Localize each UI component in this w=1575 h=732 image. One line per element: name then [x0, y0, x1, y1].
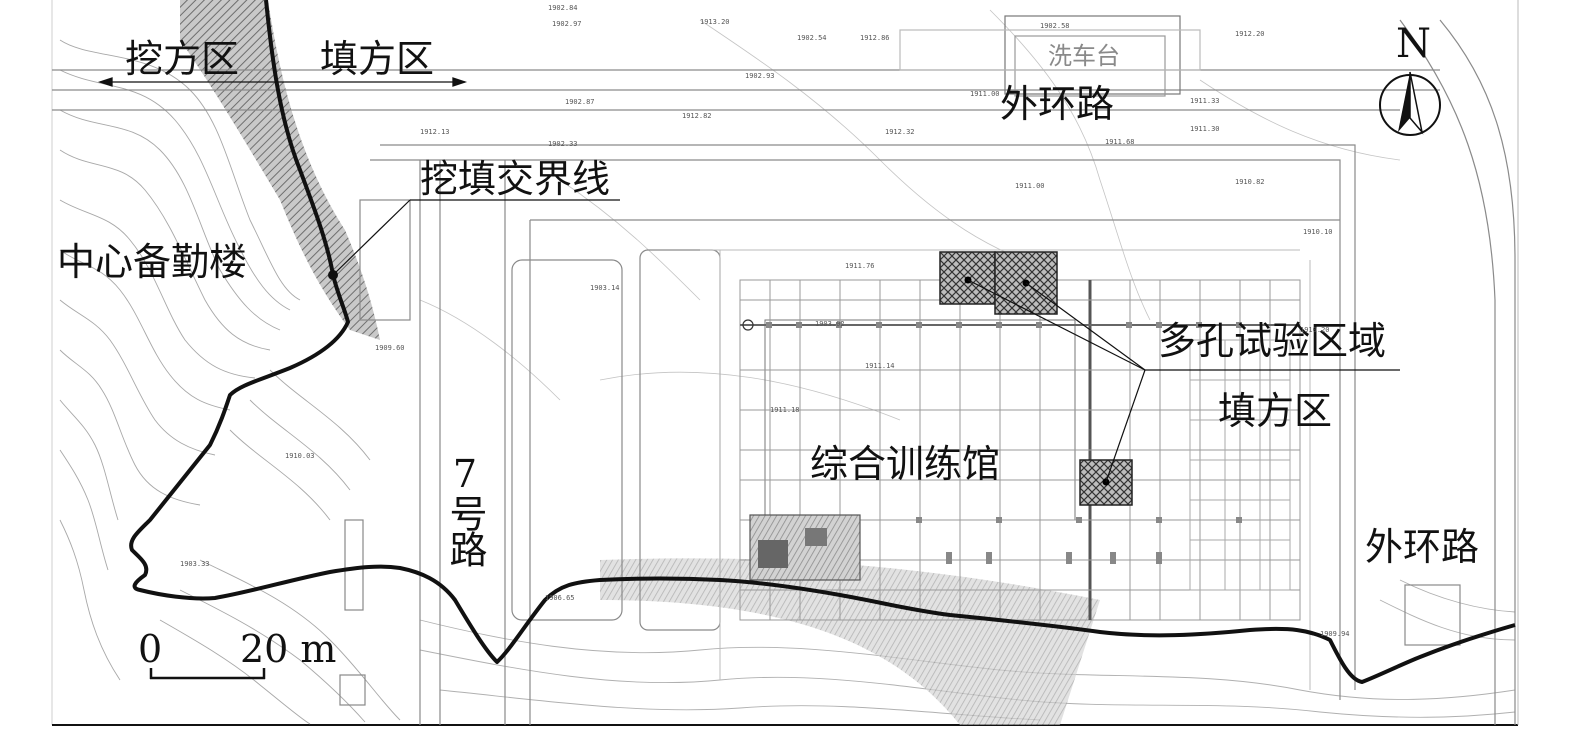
- training-hall-label: 综合训练馆: [810, 442, 1001, 486]
- elevation-label: 1903.14: [590, 284, 620, 292]
- elevation-label: 1913.20: [700, 18, 730, 26]
- scale-twenty-label: 20 m: [240, 627, 337, 671]
- elevation-label: 1902.54: [797, 34, 827, 42]
- cut-fill-boundary-line: [129, 0, 1516, 684]
- elevation-label: 1911.00: [970, 90, 1000, 98]
- outer-road-right-label: 外环路: [1365, 525, 1480, 569]
- zone-arrow-line: [97, 77, 468, 87]
- leader-lines: [332, 199, 1400, 483]
- elevation-label: 1903.33: [180, 560, 210, 568]
- elevation-label: 1902.58: [1040, 22, 1070, 30]
- elevation-label: 1911.68: [1105, 138, 1135, 146]
- elevation-label: 1902.93: [745, 72, 775, 80]
- elevation-label: 1911.14: [865, 362, 895, 370]
- elevation-label: 1912.20: [1235, 30, 1265, 38]
- test-area-3: [1079, 459, 1133, 506]
- elevation-label: 1906.65: [545, 594, 575, 602]
- north-label: N: [1396, 21, 1431, 67]
- elevation-label: 1909.94: [1320, 630, 1350, 638]
- elevation-label: 1903.02: [815, 320, 845, 328]
- contour-lines-left: [59, 39, 401, 725]
- elevation-label: 1912.13: [420, 128, 450, 136]
- elevation-label: 1911.00: [1015, 182, 1045, 190]
- elevation-label: 1902.87: [565, 98, 595, 106]
- hall-annex-dark: [758, 540, 788, 568]
- elevation-label: 1911.76: [845, 262, 875, 270]
- elevation-label: 1911.18: [770, 406, 800, 414]
- elevation-label: 1912.86: [860, 34, 890, 42]
- scale-bar: [149, 668, 266, 680]
- boundary-line-label: 挖填交界线: [420, 157, 611, 201]
- car-wash-label: 洗车台: [1048, 42, 1120, 70]
- hall-annex-dark-2: [805, 528, 827, 546]
- elevation-label: 1910.82: [1235, 178, 1265, 186]
- elevation-label: 1910.10: [1303, 228, 1333, 236]
- column-markers: [742, 319, 1242, 564]
- elevation-label: 1912.32: [885, 128, 915, 136]
- road7-label: 7号路: [443, 452, 487, 566]
- elevation-label: 1910.03: [285, 452, 315, 460]
- elevation-label: 1902.97: [552, 20, 582, 28]
- elevation-label: 1912.82: [682, 112, 712, 120]
- elevation-label: 1910.20: [1300, 326, 1330, 334]
- lower-hatched-band: [600, 558, 1100, 725]
- elevation-label: 1911.33: [1190, 97, 1220, 105]
- elevation-label: 1909.60: [375, 344, 405, 352]
- elevation-label: 1902.33: [548, 140, 578, 148]
- outer-road-top-label: 外环路: [1000, 82, 1115, 126]
- multi-hole-area-label: 多孔试验区域: [1158, 319, 1387, 363]
- elevation-label: 1911.30: [1190, 125, 1220, 133]
- center-building-label: 中心备勤楼: [57, 240, 248, 284]
- elevation-label: 1902.84: [548, 4, 578, 12]
- fill-zone-top-label: 填方区: [320, 37, 435, 81]
- fill-zone-right-label: 填方区: [1218, 389, 1333, 433]
- scale-zero-label: 0: [138, 627, 163, 671]
- north-arrow: [1379, 71, 1441, 136]
- cut-zone-label: 挖方区: [125, 37, 240, 81]
